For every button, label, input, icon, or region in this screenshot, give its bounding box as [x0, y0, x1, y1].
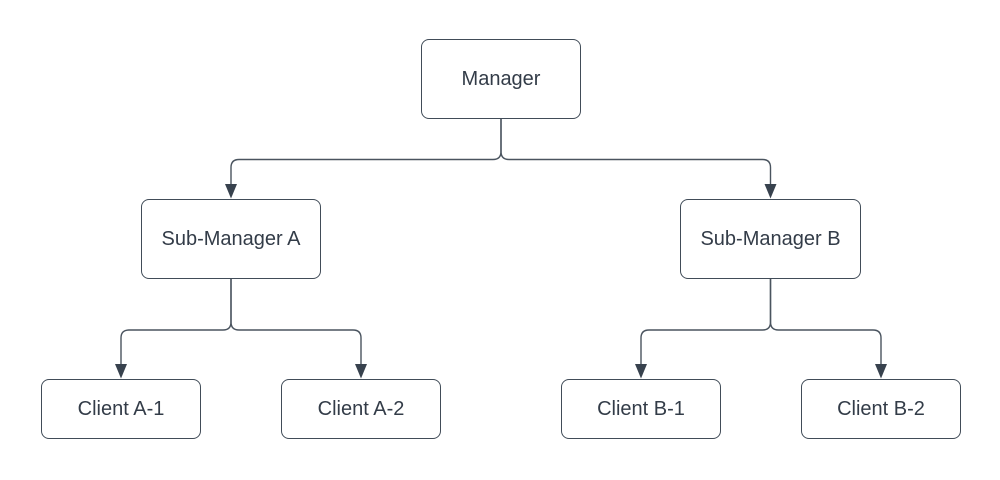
arrowhead-icon — [115, 364, 127, 379]
edge-sub-b-to-client-b1 — [635, 279, 772, 379]
edge-sub-a-to-client-a2 — [230, 279, 367, 379]
node-client-b1[interactable]: Client B-1 — [561, 379, 721, 439]
node-client-a1-label: Client A-1 — [77, 398, 165, 420]
edge-line — [769, 279, 882, 364]
arrowhead-icon — [764, 184, 777, 199]
node-client-b2[interactable]: Client B-2 — [801, 379, 961, 439]
node-sub-manager-a-label: Sub-Manager A — [161, 228, 301, 250]
node-sub-manager-b-label: Sub-Manager B — [700, 228, 841, 250]
arrowhead-icon — [875, 364, 887, 379]
node-client-b2-label: Client B-2 — [837, 398, 925, 420]
arrowhead-icon — [225, 184, 237, 199]
node-client-b1-label: Client B-1 — [597, 398, 685, 420]
edge-line — [640, 279, 772, 364]
node-manager-label: Manager — [461, 68, 541, 90]
edge-sub-a-to-client-a1 — [115, 279, 232, 379]
arrowhead-icon — [355, 364, 367, 379]
edge-sub-b-to-client-b2 — [769, 279, 887, 379]
edge-line — [500, 119, 772, 184]
node-client-a1[interactable]: Client A-1 — [41, 379, 201, 439]
edge-line — [230, 119, 502, 184]
node-client-a2[interactable]: Client A-2 — [281, 379, 441, 439]
arrowhead-icon — [635, 364, 647, 379]
node-sub-manager-b[interactable]: Sub-Manager B — [680, 199, 861, 279]
node-sub-manager-a[interactable]: Sub-Manager A — [141, 199, 321, 279]
edge-line — [120, 279, 232, 364]
edge-manager-to-sub-b — [500, 119, 777, 199]
edge-manager-to-sub-a — [225, 119, 502, 199]
node-client-a2-label: Client A-2 — [317, 398, 405, 420]
node-manager[interactable]: Manager — [421, 39, 581, 119]
edge-line — [230, 279, 362, 364]
